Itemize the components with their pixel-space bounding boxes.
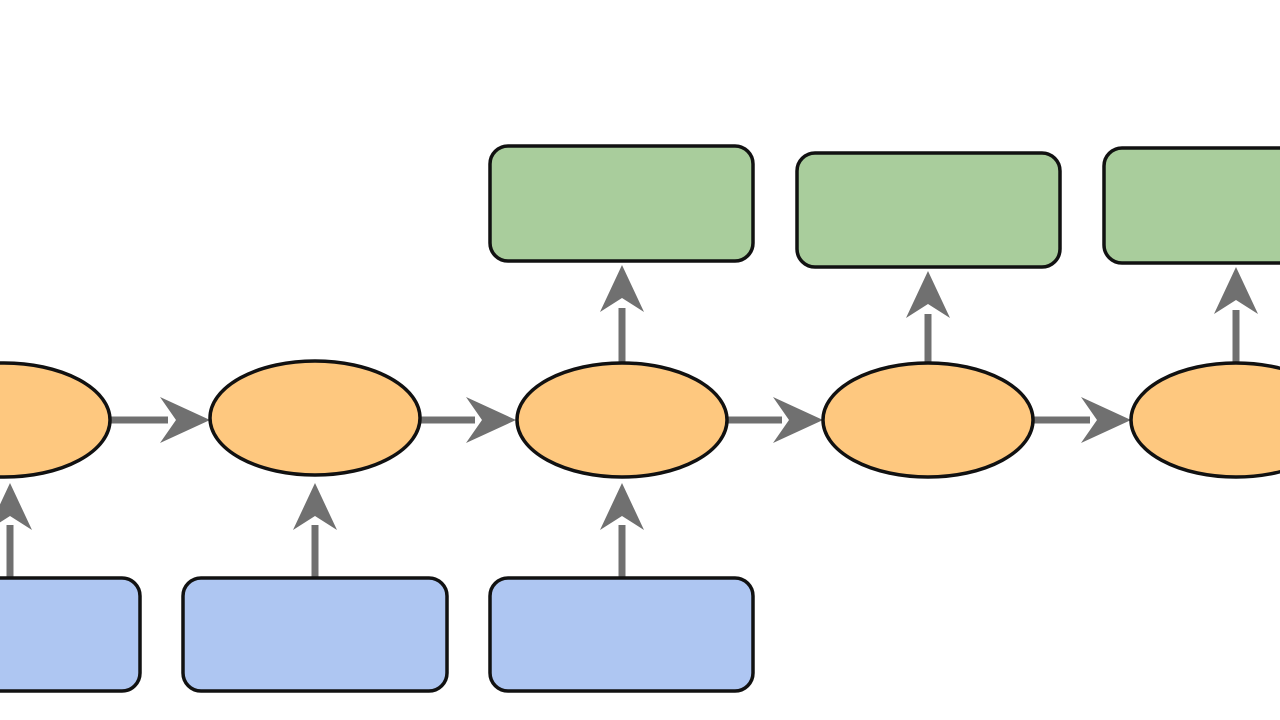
arrow-hidden-4-to-hidden-5 <box>1033 397 1131 443</box>
input-box <box>488 576 755 693</box>
arrows-group <box>0 265 1258 580</box>
arrow-input-2-to-hidden-2 <box>293 483 337 580</box>
arrow-input-3-to-hidden-3 <box>600 483 644 580</box>
output-box <box>795 151 1062 269</box>
arrow-hidden-1-to-hidden-2 <box>110 397 210 443</box>
arrow-input-1-to-hidden-1 <box>0 483 32 580</box>
output-boxes <box>488 144 1280 269</box>
arrow-hidden-5-to-output-3 <box>1214 267 1258 362</box>
arrow-hidden-2-to-hidden-3 <box>420 397 516 443</box>
output-box <box>1102 146 1280 265</box>
arrow-hidden-3-to-hidden-4 <box>727 397 823 443</box>
hidden-nodes <box>0 359 1280 479</box>
arrow-hidden-4-to-output-2 <box>906 271 950 362</box>
hidden-state-node <box>821 361 1035 479</box>
hidden-state-node <box>515 361 729 479</box>
input-box <box>181 576 449 693</box>
output-box <box>488 144 755 263</box>
hidden-state-node <box>0 361 112 479</box>
input-boxes <box>0 576 755 693</box>
arrow-hidden-3-to-output-1 <box>600 265 644 362</box>
hidden-state-node <box>1129 361 1280 479</box>
hidden-state-node <box>208 359 422 477</box>
input-box <box>0 576 142 693</box>
